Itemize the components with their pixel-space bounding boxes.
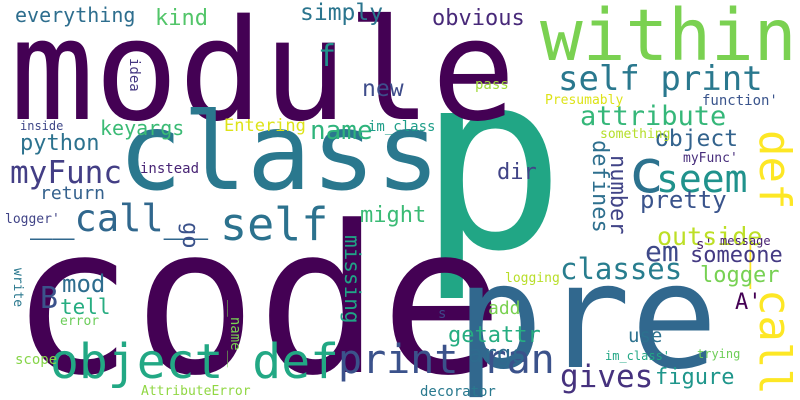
word-class: class	[118, 91, 441, 215]
word-function-quote: function'	[702, 93, 778, 109]
word-logging: logging	[505, 271, 560, 286]
word-call-dunder: __call__	[30, 197, 209, 240]
word-someone: someone	[690, 243, 783, 268]
word-name-dunder: __name__	[227, 300, 243, 368]
word-error: error	[60, 314, 100, 329]
word-kind: kind	[155, 6, 208, 31]
word-trying: trying	[697, 347, 741, 361]
word-name: name	[310, 116, 373, 146]
word-object-def: object def	[50, 334, 339, 390]
word-code: code	[10, 183, 504, 400]
word-pre: pre	[456, 233, 718, 400]
word-add: add	[488, 298, 521, 319]
word-logger: logger	[700, 263, 780, 288]
word-dir: dir	[497, 160, 537, 185]
word-attributeerror: AttributeError	[141, 384, 251, 399]
word-s: s	[438, 306, 447, 322]
word-python: python	[20, 131, 100, 156]
word-use: use	[628, 325, 663, 347]
word-keyargs: keyargs	[100, 116, 185, 140]
word-module: module	[10, 0, 516, 153]
word-everything: everything	[15, 3, 136, 27]
word-pretty: pretty	[640, 186, 727, 214]
word-outside: outside	[657, 222, 763, 251]
word-c: c	[628, 137, 665, 207]
word-pass: pass	[475, 77, 509, 93]
word-message: message	[720, 234, 771, 248]
word-scope: scope	[15, 352, 58, 368]
word-tell: tell	[60, 295, 111, 319]
word-getattr: getattr	[448, 323, 541, 348]
word-idea: idea	[126, 58, 142, 92]
word-new: new	[362, 76, 404, 102]
word-myfunc-quote: myFunc'	[683, 151, 738, 166]
word-something: something	[600, 127, 671, 142]
word-write: write	[10, 268, 25, 308]
word-entering: Entering	[224, 116, 306, 136]
word-im-class: im_class	[368, 119, 436, 135]
word-gives: gives	[560, 359, 654, 395]
word-f: f	[318, 39, 337, 74]
word-obvious: obvious	[432, 6, 525, 31]
word-em: em	[645, 235, 679, 268]
word-myfunc: myFunc	[10, 155, 122, 191]
word-mod: mod	[62, 270, 106, 298]
word-args: args	[468, 340, 526, 368]
word-self-print: self print	[558, 59, 763, 99]
word-go: go	[177, 222, 202, 249]
word-logger-quote: logger'	[5, 212, 60, 227]
word-im-class-quote: im_class'	[605, 349, 671, 363]
word-p: p	[418, 20, 566, 305]
word-presumably: Presumably	[545, 93, 624, 108]
word-classes: classes	[560, 252, 683, 286]
word-return: return	[40, 183, 106, 204]
word-inside: inside	[20, 119, 64, 133]
word-decorator: decorator	[420, 384, 496, 400]
word-s-quote: s'	[696, 237, 713, 253]
word-missing: missing	[340, 235, 364, 324]
word-might: might	[360, 203, 427, 228]
word-self: self	[220, 198, 329, 251]
word-number: number	[605, 155, 630, 235]
word-print-ran: print ran	[338, 337, 555, 383]
word-object: object	[655, 126, 739, 152]
word-a-quote: A'	[735, 290, 762, 315]
word-instead: instead	[140, 161, 200, 177]
word-seem: seem	[656, 157, 748, 201]
word-within: within	[540, 0, 797, 77]
word-simply: simply	[300, 0, 384, 26]
word-b: B	[40, 281, 59, 316]
word-attribute: attribute	[580, 101, 727, 132]
word-figure: figure	[655, 365, 735, 390]
